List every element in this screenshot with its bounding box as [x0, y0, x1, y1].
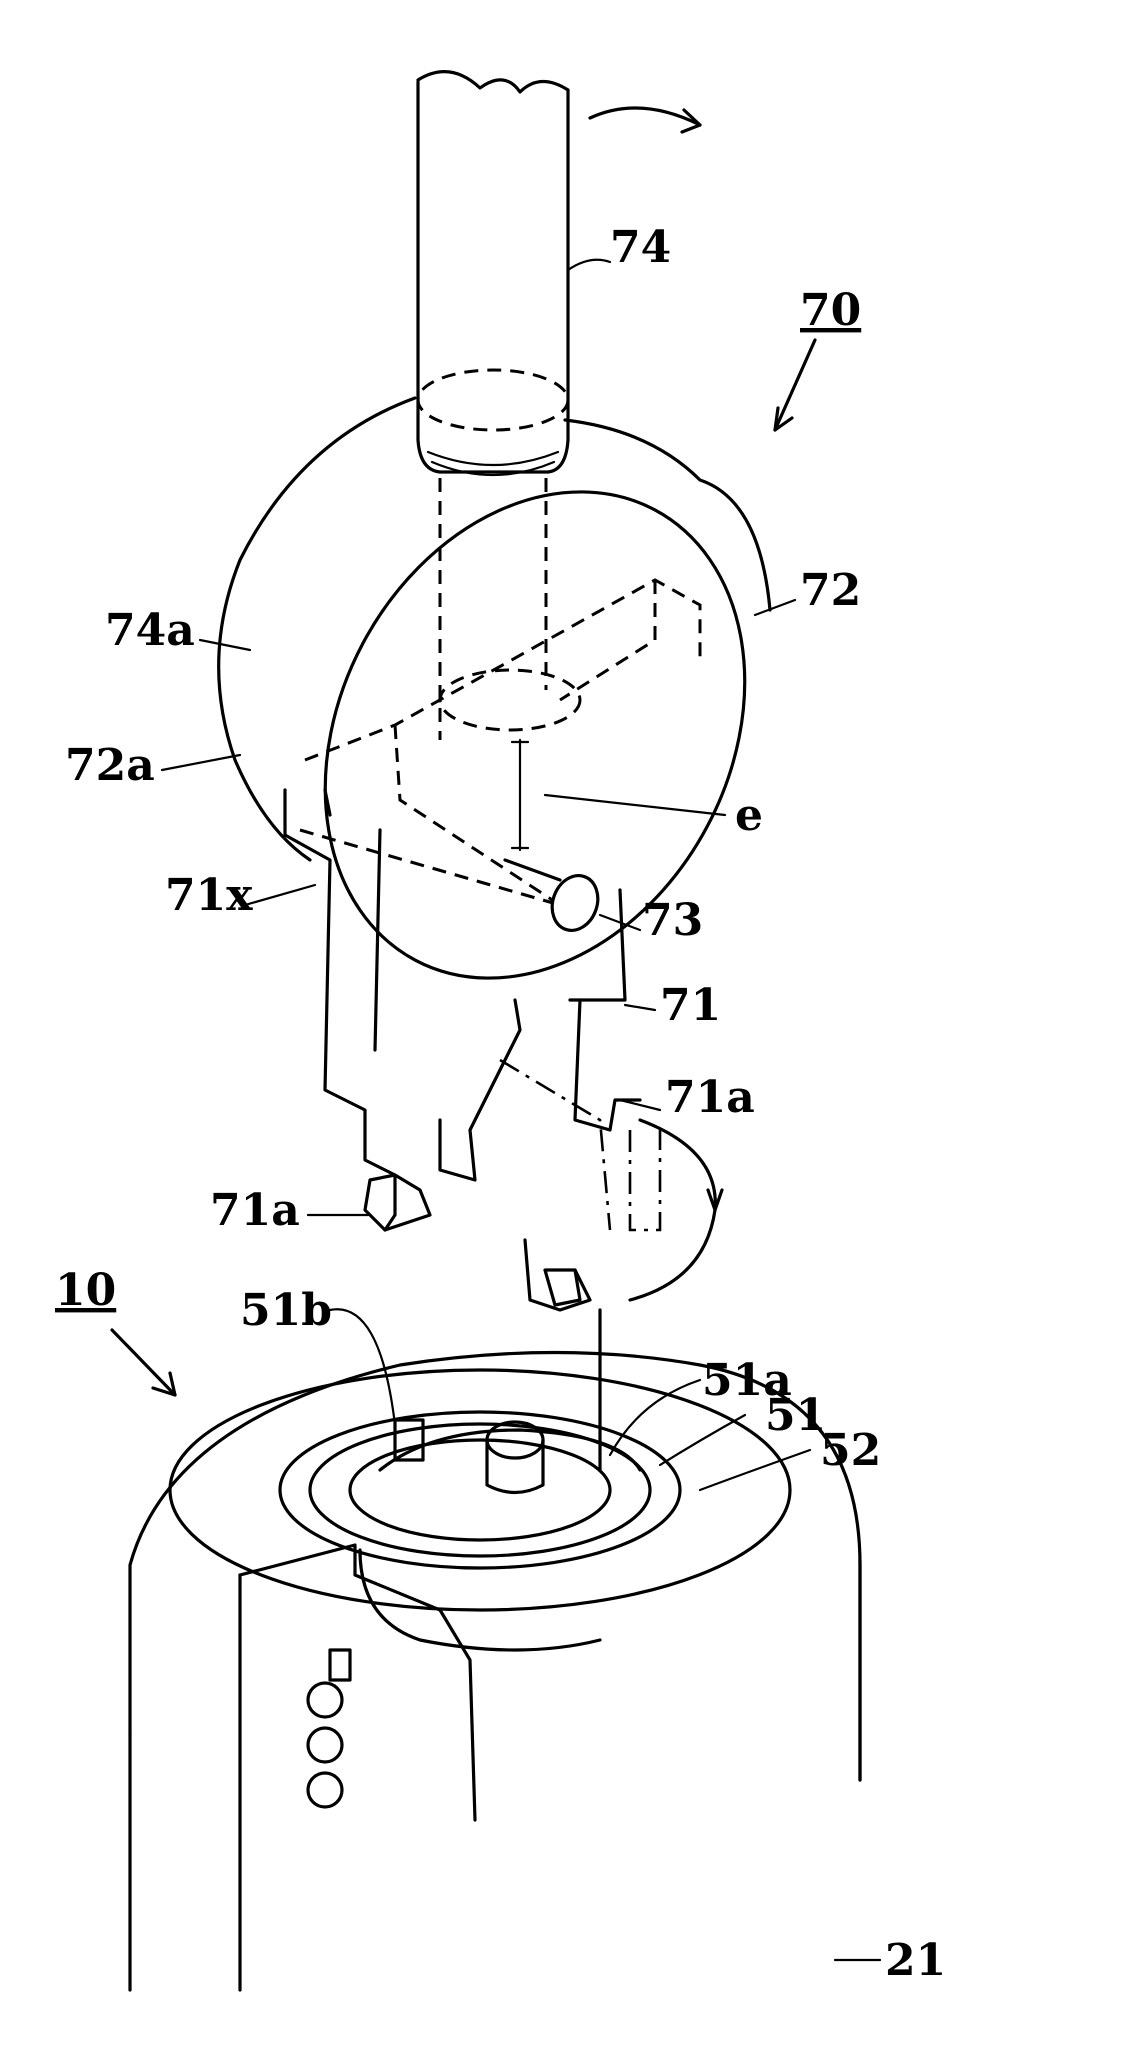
label-70: 70: [800, 285, 861, 336]
label-72: 72: [800, 565, 861, 616]
label-10: 10: [55, 1265, 116, 1316]
label-71x: 71x: [165, 870, 253, 921]
base-10: [130, 1310, 860, 1990]
label-21: 21: [885, 1935, 946, 1986]
label-74a: 74a: [105, 605, 195, 656]
label-71a-right: 71a: [665, 1072, 755, 1123]
label-72a: 72a: [65, 740, 155, 791]
label-51: 51: [765, 1390, 826, 1441]
label-52: 52: [820, 1425, 881, 1476]
label-71: 71: [660, 980, 721, 1031]
shaft-74: [418, 72, 700, 475]
label-51b: 51b: [240, 1285, 332, 1336]
label-74: 74: [610, 222, 671, 273]
label-73: 73: [642, 895, 703, 946]
eccentric-body-72: [219, 398, 827, 1052]
label-e: e: [735, 790, 763, 841]
label-71a-left: 71a: [210, 1185, 300, 1236]
reference-labels: 74 70 72 74a 72a e 71x 73 71 71a 71a 10 …: [55, 222, 946, 1986]
